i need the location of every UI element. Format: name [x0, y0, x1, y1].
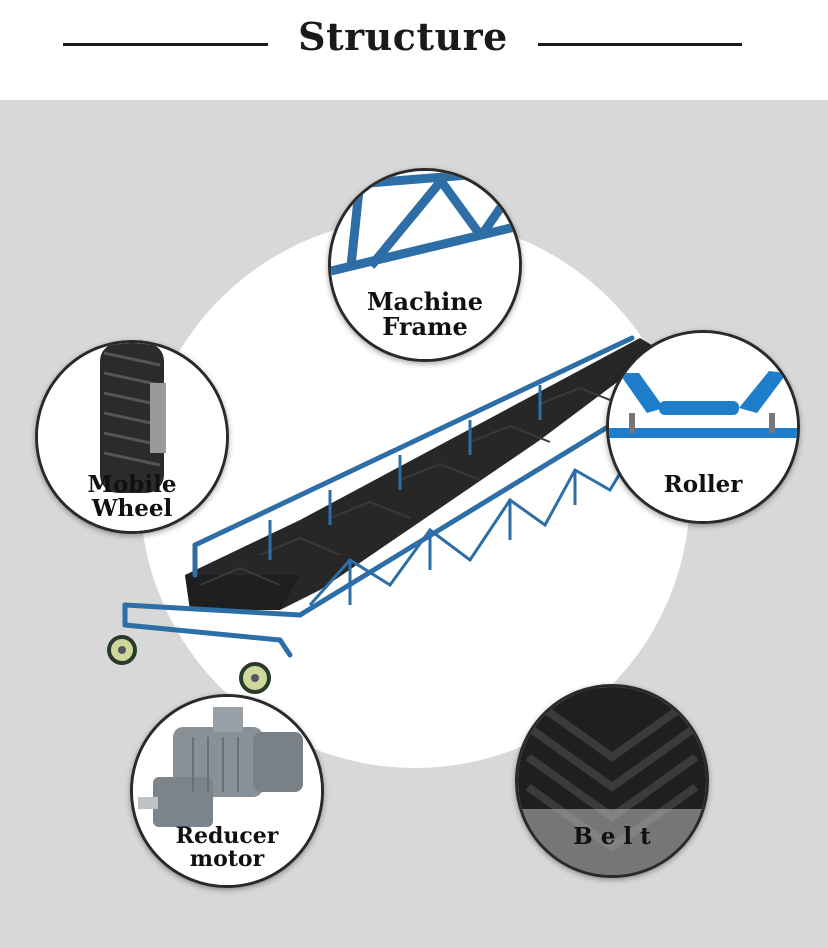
machine-frame-label-line1: Machine — [366, 287, 483, 316]
roller-label: Roller — [663, 471, 743, 498]
mobile-wheel-label: Mobile Wheel — [38, 471, 226, 523]
title-rule-left — [63, 43, 268, 46]
machine-frame-callout: Machine Frame — [328, 168, 522, 362]
reducer-motor-label-line1: Reducer — [175, 823, 279, 849]
tire-image — [38, 343, 226, 531]
header: Structure — [0, 0, 828, 100]
machine-frame-label-line2: Frame — [382, 312, 468, 342]
roller-image — [609, 333, 797, 521]
reducer-motor-callout: Reducer motor — [130, 694, 324, 888]
belt-callout: B e l t — [515, 684, 709, 878]
reducer-motor-label-line2: motor — [189, 846, 265, 873]
reducer-motor-image — [133, 697, 321, 885]
machine-frame-image — [331, 171, 519, 359]
belt-texture-image — [518, 687, 706, 875]
machine-frame-label: Machine Frame — [331, 287, 519, 342]
belt-label: B e l t — [573, 823, 651, 850]
title-rule-right — [538, 43, 742, 46]
reducer-motor-label: Reducer motor — [133, 823, 321, 873]
mobile-wheel-label-line1: Mobile — [87, 471, 177, 498]
page-title: Structure — [298, 14, 508, 59]
mobile-wheel-callout: Mobile Wheel — [35, 340, 229, 534]
roller-callout: Roller — [606, 330, 800, 524]
mobile-wheel-label-line2: Wheel — [91, 495, 173, 523]
